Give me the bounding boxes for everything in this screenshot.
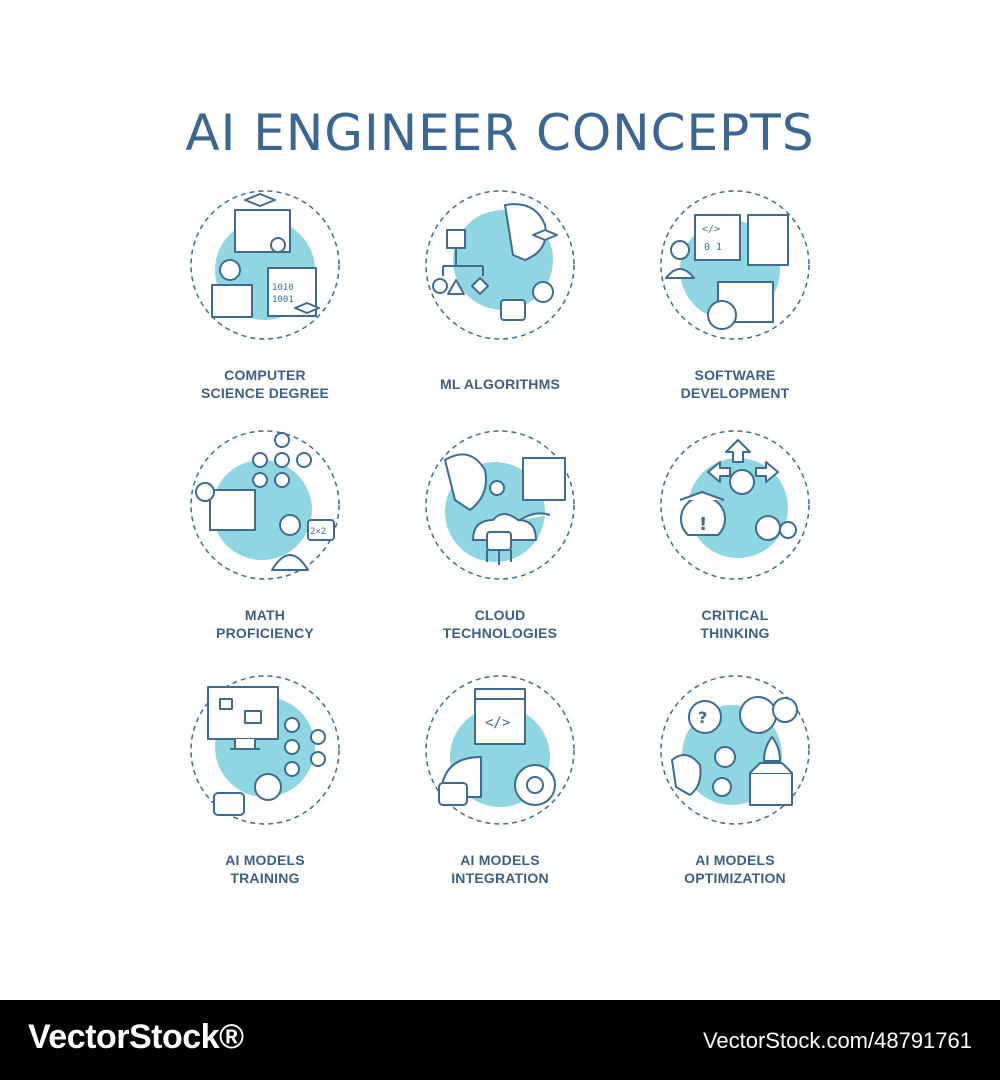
neural-net-math-icon: 2×2 [190, 430, 340, 580]
concept-card-ml-algorithms: ML ALGORITHMS [385, 190, 615, 420]
arrows-gear-warning-icon: ! [660, 430, 810, 580]
concept-card-ai-models-optimization: ? AI MODELS OPTIMIZATION [620, 675, 850, 905]
svg-text:</>: </> [485, 715, 510, 731]
image-id: VectorStock.com/48791761 [702, 1028, 972, 1053]
concept-card-ai-models-integration: </> AI MODELS INTEGRATION [385, 675, 615, 905]
watermark-bar: VectorStock® VectorStock.com/48791761 [0, 1000, 1000, 1080]
concept-label: ML ALGORITHMS [439, 376, 561, 392]
concept-card-critical-thinking: ! CRITICAL THINKING [620, 430, 850, 660]
page-title: AI ENGINEER CONCEPTS [185, 104, 815, 162]
graduate-laptop-icon: 1010 1001 [190, 190, 340, 340]
concept-label: AI MODELS INTEGRATION [451, 852, 549, 886]
concept-label: CLOUD TECHNOLOGIES [442, 607, 558, 641]
code-window-gear-icon: </> 0 1 [660, 190, 810, 340]
cloud-robot-icon [425, 430, 575, 580]
concept-label: COMPUTER SCIENCE DEGREE [200, 367, 330, 401]
concept-card-math-proficiency: 2×2 MATH PROFICIENCY [150, 430, 380, 660]
concept-card-ai-models-training: AI MODELS TRAINING [150, 675, 380, 905]
svg-text:2×2: 2×2 [310, 527, 326, 537]
code-robot-gear-icon: </> [425, 675, 575, 825]
monitor-flowchart-robot-icon [190, 675, 340, 825]
svg-text:1001: 1001 [272, 295, 294, 305]
svg-text:</>: </> [702, 224, 720, 235]
concept-label: AI MODELS OPTIMIZATION [684, 852, 786, 886]
concept-grid: 1010 1001 COMPUTER SCIENCE DEGREE [150, 190, 850, 910]
svg-text:!: ! [699, 514, 707, 535]
svg-text:?: ? [698, 708, 707, 727]
gears-rocket-box-icon: ? [660, 675, 810, 825]
concept-card-software-development: </> 0 1 SOFTWARE DEVELOPMENT [620, 190, 850, 420]
concept-label: AI MODELS TRAINING [225, 852, 305, 886]
concept-label: SOFTWARE DEVELOPMENT [680, 367, 790, 401]
concept-card-cloud-technologies: CLOUD TECHNOLOGIES [385, 430, 615, 660]
concept-card-computer-science-degree: 1010 1001 COMPUTER SCIENCE DEGREE [150, 190, 380, 420]
concept-label: CRITICAL THINKING [700, 607, 770, 641]
concept-label: MATH PROFICIENCY [216, 607, 314, 641]
ml-algorithm-icon [425, 190, 575, 340]
brand-logo: VectorStock® [28, 1018, 244, 1056]
svg-text:0 1: 0 1 [704, 242, 722, 253]
svg-text:1010: 1010 [272, 283, 294, 293]
